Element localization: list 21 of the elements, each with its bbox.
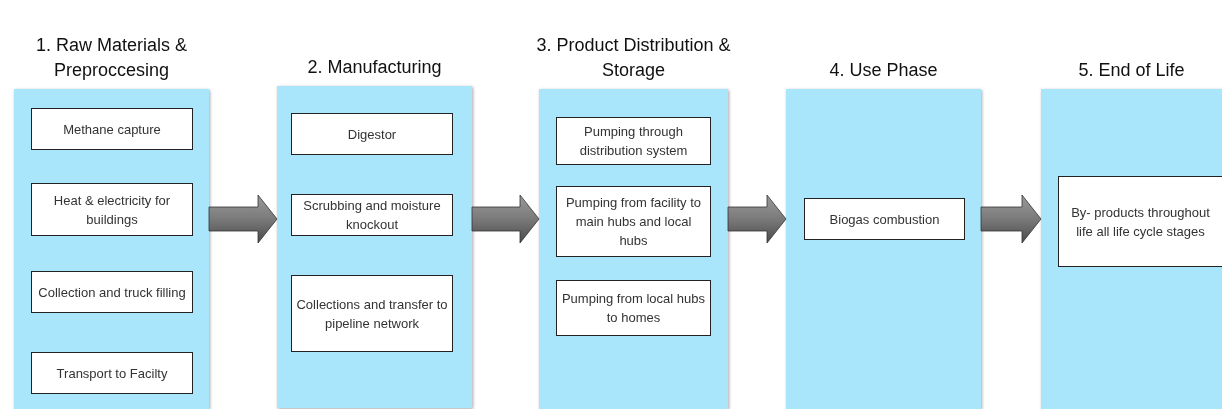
step-box: Pumping from local hubs to homes [556,280,711,336]
stage-heading: 2. Manufacturing [307,56,442,79]
step-box: Digestor [291,113,453,155]
step-box: Pumping from facility to main hubs and local hubs [556,186,711,257]
block-arrow [727,194,787,244]
step-box: Heat & electricity for buildings [31,183,193,236]
stage-heading: 3. Product Distribution & Storage [535,34,732,82]
step-box: Pumping through distribution system [556,117,711,165]
block-arrow [471,194,540,244]
stage-heading: 1. Raw Materials & Preproccesing [34,34,189,82]
step-box: Transport to Facilty [31,352,193,394]
stage-heading: 4. Use Phase [829,59,938,82]
block-arrow [980,194,1042,244]
step-box: Collections and transfer to pipeline network [291,275,453,352]
step-box: Methane capture [31,108,193,150]
step-box: Scrubbing and moisture knockout [291,194,453,236]
block-arrow [208,194,278,244]
stage-heading: 5. End of Life [1078,59,1185,82]
step-box: Biogas combustion [804,198,965,240]
step-box: Collection and truck filling [31,271,193,313]
step-box: By- products throughout life all life cycle stages [1058,176,1222,267]
